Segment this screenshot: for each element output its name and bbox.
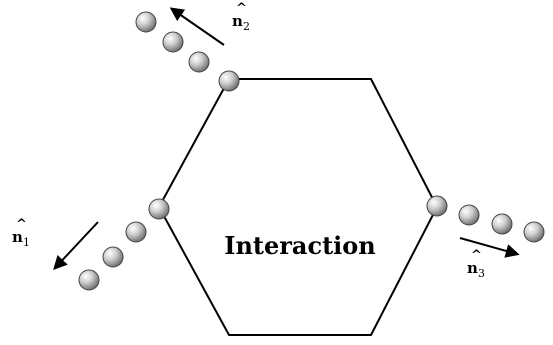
- direction-arrow-2: [169, 7, 225, 46]
- interaction-hexagon: [157, 78, 439, 336]
- particle: [125, 221, 147, 243]
- direction-arrow-3: [459, 237, 520, 258]
- hat-mark: ^: [236, 1, 247, 16]
- vector-subscript: 1: [23, 236, 30, 249]
- particle-at-vertex: [148, 198, 170, 220]
- particle: [78, 269, 100, 291]
- particle-at-vertex: [218, 70, 240, 92]
- vector-label-n3: ^ n 3: [467, 248, 485, 280]
- vector-symbol: n: [12, 228, 23, 246]
- vector-label-n1: ^ n 1: [12, 217, 30, 249]
- hat-mark: ^: [16, 217, 27, 232]
- particle-stream-2: [135, 11, 240, 92]
- particle: [102, 246, 124, 268]
- vector-symbol: n: [232, 12, 243, 30]
- particle-at-vertex: [426, 195, 448, 217]
- direction-arrow-1: [53, 221, 99, 271]
- particle: [135, 11, 157, 33]
- hat-mark: ^: [471, 248, 482, 263]
- particle-stream-3: [426, 195, 545, 243]
- particle: [523, 221, 545, 243]
- vector-subscript: 2: [243, 20, 250, 33]
- particle: [162, 31, 184, 53]
- vector-label-n2: ^ n 2: [232, 1, 250, 33]
- particle: [458, 204, 480, 226]
- vector-subscript: 3: [478, 267, 485, 280]
- particle-stream-1: [78, 198, 170, 291]
- vector-symbol: n: [467, 259, 478, 277]
- particle: [491, 213, 513, 235]
- interaction-label: Interaction: [224, 231, 376, 260]
- particle: [188, 51, 210, 73]
